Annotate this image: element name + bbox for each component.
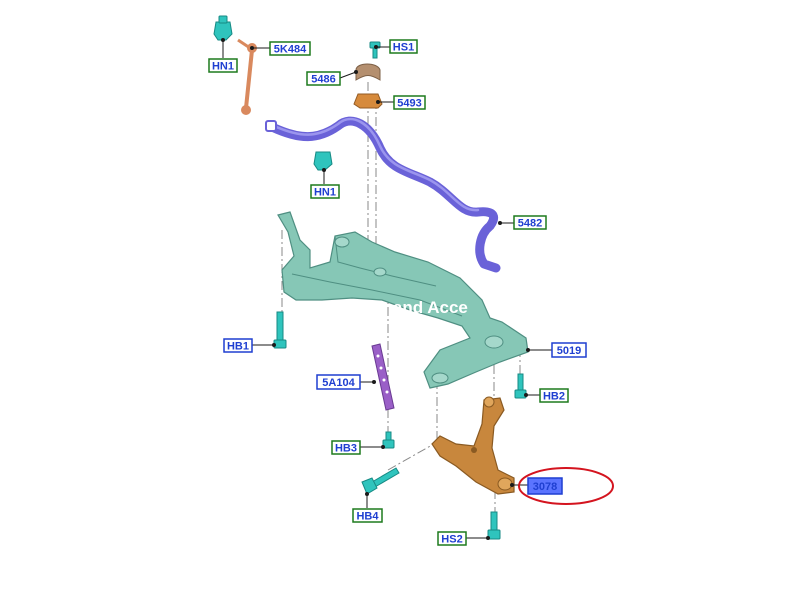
callout-hb4[interactable]: HB4: [352, 508, 383, 523]
callout-hs1[interactable]: HS1: [389, 39, 418, 54]
svg-text:5486: 5486: [311, 74, 335, 86]
callout-hn1-lower[interactable]: HN1: [310, 184, 340, 199]
bracket-5493[interactable]: [353, 93, 383, 109]
subframe-5019[interactable]: [277, 211, 529, 389]
selection-highlight-ellipse: [518, 467, 614, 505]
callout-hb2[interactable]: HB2: [539, 388, 569, 403]
svg-text:HS2: HS2: [441, 534, 462, 546]
bolt-hb2[interactable]: [514, 373, 527, 399]
svg-text:5482: 5482: [518, 218, 542, 230]
bolt-hs1[interactable]: [369, 41, 381, 59]
svg-text:HB4: HB4: [356, 511, 379, 523]
plate-5a104[interactable]: [371, 343, 395, 411]
nut-hn1-lower[interactable]: [313, 151, 333, 171]
svg-text:HB1: HB1: [227, 341, 249, 353]
bolt-hs2[interactable]: [487, 511, 501, 540]
bushing-5486[interactable]: [355, 63, 381, 81]
svg-text:HS1: HS1: [393, 42, 414, 54]
svg-text:5019: 5019: [557, 345, 581, 357]
callout-5486[interactable]: 5486: [306, 71, 341, 86]
stabilizer-bar-highlight: [270, 118, 480, 212]
callout-hs2[interactable]: HS2: [437, 531, 467, 546]
watermark-text: arts and Acce: [357, 298, 468, 317]
control-arm-3078[interactable]: [431, 396, 515, 495]
callout-5k484[interactable]: 5K484: [269, 41, 311, 56]
callout-5482[interactable]: 5482: [513, 215, 547, 230]
callout-5019[interactable]: 5019: [551, 342, 587, 358]
nut-hn1-top[interactable]: [213, 15, 233, 41]
leader-dots: [221, 38, 530, 540]
callout-5a104[interactable]: 5A104: [316, 374, 361, 390]
callout-hb1[interactable]: HB1: [223, 338, 253, 353]
bolt-hb1[interactable]: [273, 311, 287, 349]
stabilizer-bar[interactable]: [267, 116, 501, 273]
svg-text:HB2: HB2: [543, 391, 565, 403]
svg-text:5K484: 5K484: [274, 44, 307, 56]
callout-5493[interactable]: 5493: [393, 95, 426, 110]
svg-text:HN1: HN1: [212, 61, 234, 73]
leader-lines: [222, 40, 552, 539]
svg-text:HN1: HN1: [314, 187, 336, 199]
stabilizer-link[interactable]: [237, 38, 257, 115]
stabilizer-bar-end: [265, 120, 277, 132]
svg-text:5A104: 5A104: [322, 377, 355, 389]
svg-text:3078: 3078: [533, 481, 557, 493]
svg-text:HB3: HB3: [335, 443, 357, 455]
bolt-hb4[interactable]: [361, 467, 400, 495]
svg-text:5493: 5493: [397, 98, 421, 110]
bolt-hb3[interactable]: [382, 431, 395, 449]
callout-3078-selected[interactable]: 3078: [527, 477, 563, 495]
callout-hn1-top[interactable]: HN1: [208, 58, 238, 73]
callout-hb3[interactable]: HB3: [331, 440, 361, 455]
